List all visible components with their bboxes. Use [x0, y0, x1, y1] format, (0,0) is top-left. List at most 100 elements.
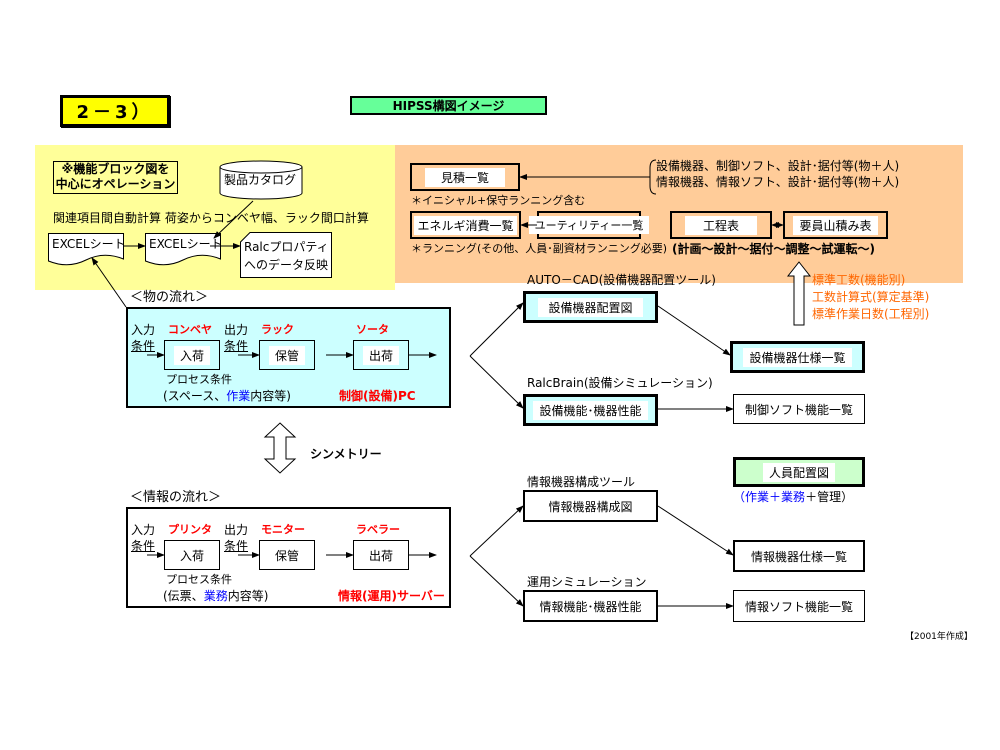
excel-sheet-label-2: EXCELシート: [149, 237, 223, 251]
utility-list-label: ユーティリティー一覧: [528, 216, 650, 234]
ralcbrain-tool-label: RalcBrain(設備シミュレーション): [527, 376, 713, 390]
energy-list-box: エネルギ消費一覧: [410, 211, 521, 239]
standard-item-1: 標準工数(機能別): [812, 273, 906, 287]
goods-process-detail-highlight: 作業: [226, 389, 251, 403]
ralc-property-doc: [240, 232, 332, 278]
symmetry-label: シンメトリー: [310, 447, 382, 461]
info-flow-panel: [126, 507, 451, 608]
goods-output-label-1: 出力: [224, 323, 249, 337]
info-process-label: プロセス条件: [166, 573, 232, 586]
info-config-diagram-box: 情報機器構成図: [523, 490, 658, 522]
equipment-performance-label: 設備機能･機器性能: [533, 400, 648, 420]
goods-step-receiving: 入荷: [164, 340, 220, 370]
arrow-layout-to-spec: [657, 305, 731, 356]
goods-process-detail-pre: (スペース、: [163, 389, 227, 403]
goods-step-shipping-label: 出荷: [362, 345, 399, 365]
operation-sim-tool-label: 運用シミュレーション: [527, 575, 647, 589]
info-input-label-2: 条件: [131, 539, 156, 553]
goods-step-receiving-label: 入荷: [173, 345, 210, 365]
staff-layout-label: 人員配置図: [762, 462, 835, 482]
staffing-chart-label: 要員山積み表: [793, 215, 878, 235]
arrow-branch-to-autocad: [469, 302, 524, 357]
section-number-badge: 2－3）: [60, 95, 170, 127]
info-output-label-2: 条件: [224, 539, 249, 553]
goods-step-shipping: 出荷: [353, 340, 409, 370]
arrow-branch-to-operation-sim: [469, 555, 524, 607]
info-equipment-spec-list-box: 情報機器仕様一覧: [733, 540, 865, 572]
equipment-spec-list-box: 設備機器仕様一覧: [730, 341, 865, 373]
operation-note-line1: ※機能ブロック図を: [61, 162, 170, 176]
utility-list-box: ユーティリティー一覧: [528, 211, 650, 239]
ralc-property-line1: Ralcプロパティ: [244, 240, 329, 254]
section-number: 2－3）: [76, 102, 154, 123]
info-config-tool-label: 情報機器構成ツール: [527, 475, 636, 489]
staff-note-work: 作業: [745, 490, 770, 504]
control-software-list-box: 制御ソフト機能一覧: [733, 394, 865, 424]
info-step-receiving-label: 入荷: [179, 548, 204, 563]
equipment-performance-box: 設備機能･機器性能: [523, 394, 658, 426]
creation-year-note: 【2001年作成】: [905, 632, 973, 642]
info-controller: 情報(運用)サーバー: [338, 589, 445, 603]
goods-process-detail-post: 内容等): [250, 389, 291, 403]
goods-equip-conveyor: コンベヤ: [168, 323, 212, 336]
autocad-tool-label: AUTO－CAD(設備機器配置ツール): [527, 273, 716, 287]
goods-equip-sorter: ソータ: [356, 323, 389, 336]
info-step-storage: 保管: [259, 540, 315, 570]
diagram-title: HIPSS構図イメージ: [392, 99, 505, 113]
staff-note-rest: ＋管理）: [805, 490, 854, 504]
staff-note-business: 業務: [781, 490, 806, 504]
product-catalog-label: 製品カタログ: [224, 173, 297, 187]
info-process-detail-pre: (伝票、: [163, 589, 204, 603]
equipment-spec-list-label: 設備機器仕様一覧: [743, 347, 852, 367]
ralc-property-line2: へのデータ反映: [244, 258, 329, 272]
schedule-phases-note: (計画～設計～据付～調整～試運転～): [672, 242, 875, 256]
standard-item-2: 工数計算式(算定基準): [812, 290, 930, 304]
info-flow-title: ＜情報の流れ＞: [130, 490, 222, 505]
schedule-box: 工程表: [670, 211, 772, 239]
equipment-layout-box: 設備機器配置図: [523, 291, 658, 323]
info-output-label-1: 出力: [224, 523, 249, 537]
info-step-shipping: 出荷: [353, 540, 409, 570]
arrow-config-to-info-spec: [657, 505, 734, 556]
info-software-list-label: 情報ソフト機能一覧: [744, 599, 853, 614]
schedule-label: 工程表: [684, 215, 757, 235]
database-icon: [219, 160, 303, 200]
symmetry-double-arrow-icon: [263, 422, 297, 474]
staff-layout-note: （作業＋業務＋管理）: [733, 490, 853, 504]
goods-input-label-2: 条件: [131, 339, 156, 353]
excel-sheet-doc-2: [145, 233, 221, 266]
goods-output-label-2: 条件: [224, 339, 249, 353]
control-software-list-label: 制御ソフト機能一覧: [744, 402, 853, 417]
goods-process-label: プロセス条件: [166, 373, 232, 386]
info-equip-printer: プリンタ: [168, 523, 212, 536]
info-equip-labeler: ラベラー: [356, 523, 400, 536]
goods-controller: 制御(設備)PC: [339, 389, 416, 403]
estimate-list-label: 見積一覧: [424, 167, 505, 187]
goods-input-label-1: 入力: [131, 323, 156, 337]
info-config-diagram-label: 情報機器構成図: [548, 499, 633, 514]
info-equip-monitor: モニター: [261, 523, 305, 536]
info-step-receiving: 入荷: [164, 540, 220, 570]
staffing-chart-box: 要員山積み表: [783, 211, 888, 239]
info-input-label-1: 入力: [131, 523, 156, 537]
estimate-source-2: 情報機器、情報ソフト、設計･据付等(物＋人): [656, 175, 900, 189]
staff-note-plus: ＋: [769, 490, 782, 504]
excel-sheet-doc-1: [48, 233, 124, 266]
standard-item-3: 標準作業日数(工程別): [812, 307, 930, 321]
running-note: ＊ランニング(その他、人員･副資材ランニング必要): [411, 242, 668, 255]
info-step-shipping-label: 出荷: [368, 548, 393, 563]
estimate-list-box: 見積一覧: [410, 163, 520, 191]
estimate-note: ＊イニシャル+保守ランニング含む: [411, 194, 586, 207]
arrow-branch-to-ralcbrain: [469, 355, 524, 409]
equipment-layout-label: 設備機器配置図: [538, 297, 643, 317]
staff-layout-box: 人員配置図: [733, 457, 865, 487]
info-software-list-box: 情報ソフト機能一覧: [733, 590, 865, 622]
arrow-branch-to-info-config: [469, 505, 524, 557]
info-process-detail-post: 内容等): [227, 589, 269, 603]
staff-note-open: （: [733, 490, 746, 504]
goods-step-storage: 保管: [259, 340, 315, 370]
operation-note-box: ※機能ブロック図を 中心にオペレーション: [53, 161, 178, 194]
info-process-detail-highlight: 業務: [203, 589, 228, 603]
goods-equip-rack: ラック: [261, 323, 294, 336]
estimate-source-1: 設備機器、制御ソフト、設計･据付等(物＋人): [656, 159, 900, 173]
